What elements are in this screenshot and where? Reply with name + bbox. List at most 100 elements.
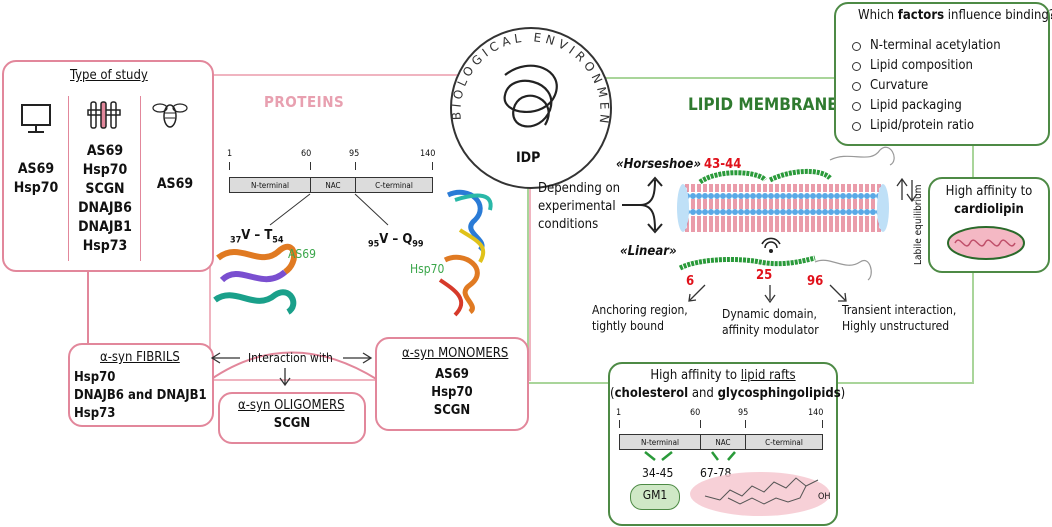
region-transient: Transient interaction, Highly unstructur… — [842, 302, 956, 334]
tick-label: 95 — [349, 149, 360, 159]
range-mid: V – Q — [379, 232, 413, 247]
fibrils-list: Hsp70 DNAJB6 and DNAJB1 Hsp73 — [74, 369, 207, 423]
region-line: affinity modulator — [722, 323, 819, 337]
region-anchoring: Anchoring region, tightly bound — [592, 302, 688, 334]
factors-title: Which factors influence binding? — [858, 8, 1052, 23]
study-type-title: Type of study — [70, 68, 148, 83]
rafts-line2-mid: and — [688, 386, 718, 401]
monomers-item: SCGN — [433, 403, 471, 418]
rafts-line2-b2: glycosphingolipids — [717, 386, 841, 401]
depending-line: Depending on — [538, 181, 621, 196]
region-line: Transient interaction, — [842, 303, 957, 317]
factor-item: N-terminal acetylation — [850, 36, 1001, 56]
study-item: AS69 — [86, 143, 124, 159]
tick-label: 60 — [301, 149, 312, 159]
region-dynamic: Dynamic domain, affinity modulator — [722, 306, 819, 338]
residue-25: 25 — [756, 268, 773, 283]
tick — [229, 162, 230, 170]
idp-label: IDP — [516, 150, 541, 166]
study-type-box — [2, 60, 214, 272]
fibrils-title: α-syn FIBRILS — [100, 350, 180, 365]
tick — [822, 420, 823, 428]
depending-line: conditions — [538, 217, 599, 232]
factors-box — [834, 2, 1050, 146]
tick-label: 95 — [738, 408, 749, 418]
study-col-invitro: AS69 Hsp70 SCGN DNAJB6 DNAJB1 Hsp73 — [70, 142, 140, 256]
rafts-line2-b1: cholesterol — [614, 386, 689, 401]
domain-n-terminal: N-terminal — [229, 177, 311, 193]
hsp70-label: Hsp70 — [410, 262, 445, 276]
tick — [700, 420, 701, 428]
region-line: Anchoring region, — [592, 303, 688, 317]
rafts-domain-c-terminal: C-terminal — [745, 434, 823, 450]
factor-item: Lipid packaging — [850, 96, 1001, 116]
tick-label: 140 — [808, 408, 824, 418]
factor-item: Lipid/protein ratio — [850, 116, 1001, 136]
as69-range: 37V – T54 — [230, 228, 284, 246]
study-item: AS69 — [17, 161, 55, 177]
monomers-box — [375, 337, 529, 431]
depending-text: Depending on experimental conditions — [538, 180, 620, 234]
factors-list: N-terminal acetylation Lipid composition… — [850, 36, 1001, 136]
oh-label: OH — [818, 492, 831, 502]
monomers-title: α-syn MONOMERS — [402, 346, 509, 361]
range-sub: 37 — [230, 235, 242, 246]
fibrils-item: Hsp70 — [74, 370, 116, 385]
tick — [355, 162, 356, 170]
study-item: Hsp73 — [82, 238, 128, 254]
study-item: DNAJB6 — [78, 200, 132, 216]
tick — [619, 420, 620, 428]
rafts-line2: (cholesterol and glycosphingolipids) — [610, 386, 845, 401]
tick-label: 1 — [227, 149, 233, 159]
monomers-item: Hsp70 — [431, 385, 473, 400]
residue-6: 6 — [686, 274, 695, 289]
factors-title-pre: Which — [858, 8, 898, 23]
rafts-line1-u: lipid rafts — [740, 368, 796, 383]
monomers-list: AS69 Hsp70 SCGN — [377, 366, 527, 420]
tick-label: 60 — [690, 408, 701, 418]
fibrils-box — [68, 343, 214, 427]
range-mid: V – T — [241, 228, 273, 243]
factor-item: Lipid composition — [850, 56, 1001, 76]
tick — [310, 162, 311, 170]
tick-label: 1 — [616, 408, 622, 418]
region-line: tightly bound — [592, 319, 664, 333]
study-item: Hsp70 — [13, 180, 59, 196]
proteins-title: PROTEINS — [264, 93, 345, 111]
range-sub: 99 — [412, 239, 424, 250]
horseshoe-label: «Horseshoe» — [616, 157, 701, 172]
rafts-line2-pre: ( — [610, 386, 615, 401]
gm1-badge — [630, 484, 680, 510]
study-item: Hsp70 — [82, 162, 128, 178]
cardiolipin-line1: High affinity to — [945, 184, 1033, 199]
linear-label: «Linear» — [620, 244, 677, 259]
rafts-line1-pre: High affinity to — [650, 368, 741, 383]
study-item: SCGN — [85, 181, 125, 197]
oligomers-item: SCGN — [273, 416, 311, 431]
domain-c-terminal: C-terminal — [355, 177, 433, 193]
region-line: Dynamic domain, — [722, 307, 817, 321]
range-34-45: 34-45 — [642, 466, 674, 480]
factors-title-bold: factors — [897, 8, 945, 23]
oligomers-box — [218, 392, 366, 444]
idp-tangle-icon — [503, 64, 558, 128]
range-sub: 95 — [368, 239, 380, 250]
monomers-item: AS69 — [435, 367, 469, 382]
study-divider-1 — [68, 96, 69, 261]
range-sub: 54 — [272, 235, 284, 246]
factor-item: Curvature — [850, 76, 1001, 96]
cardiolipin-line2: cardiolipin — [954, 202, 1024, 217]
residue-43-44: 43-44 — [704, 157, 742, 172]
study-item: DNAJB1 — [78, 219, 132, 235]
hsp70-range: 95V – Q99 — [368, 232, 424, 250]
